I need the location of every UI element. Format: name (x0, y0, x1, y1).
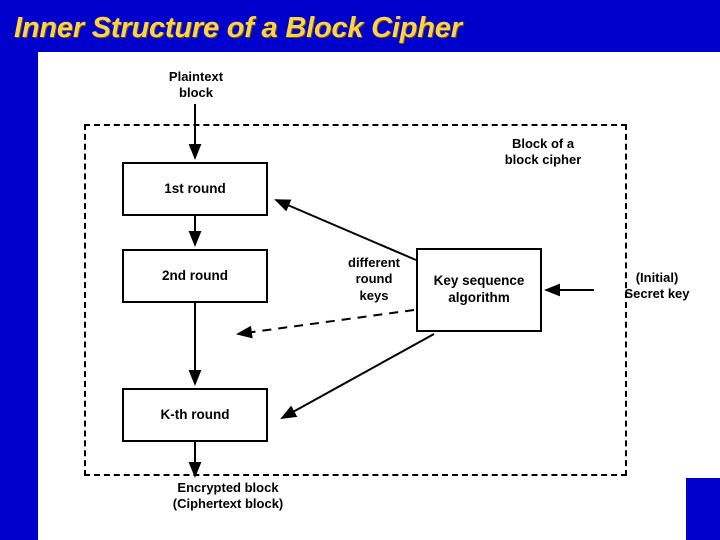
node-1st-round[interactable]: 1st round (122, 162, 268, 216)
label-block-of-block-cipher: Block of a block cipher (504, 136, 582, 168)
node-2nd-round[interactable]: 2nd round (122, 249, 268, 303)
label-plaintext-block: Plaintext block (168, 69, 224, 101)
label-encrypted-block: Encrypted block (Ciphertext block) (172, 480, 284, 512)
block-cipher-boundary (84, 124, 627, 476)
label-different-round-keys: different round keys (348, 255, 400, 303)
node-key-sequence-algorithm[interactable]: Key sequence algorithm (416, 248, 542, 332)
node-kth-round[interactable]: K-th round (122, 388, 268, 442)
decorative-blue-strip (686, 478, 720, 540)
page-title: Inner Structure of a Block Cipher (14, 12, 462, 44)
block-cipher-diagram: 1st round 2nd round K-th round Key seque… (38, 52, 720, 540)
label-initial-secret-key: (Initial) Secret key (624, 270, 690, 302)
